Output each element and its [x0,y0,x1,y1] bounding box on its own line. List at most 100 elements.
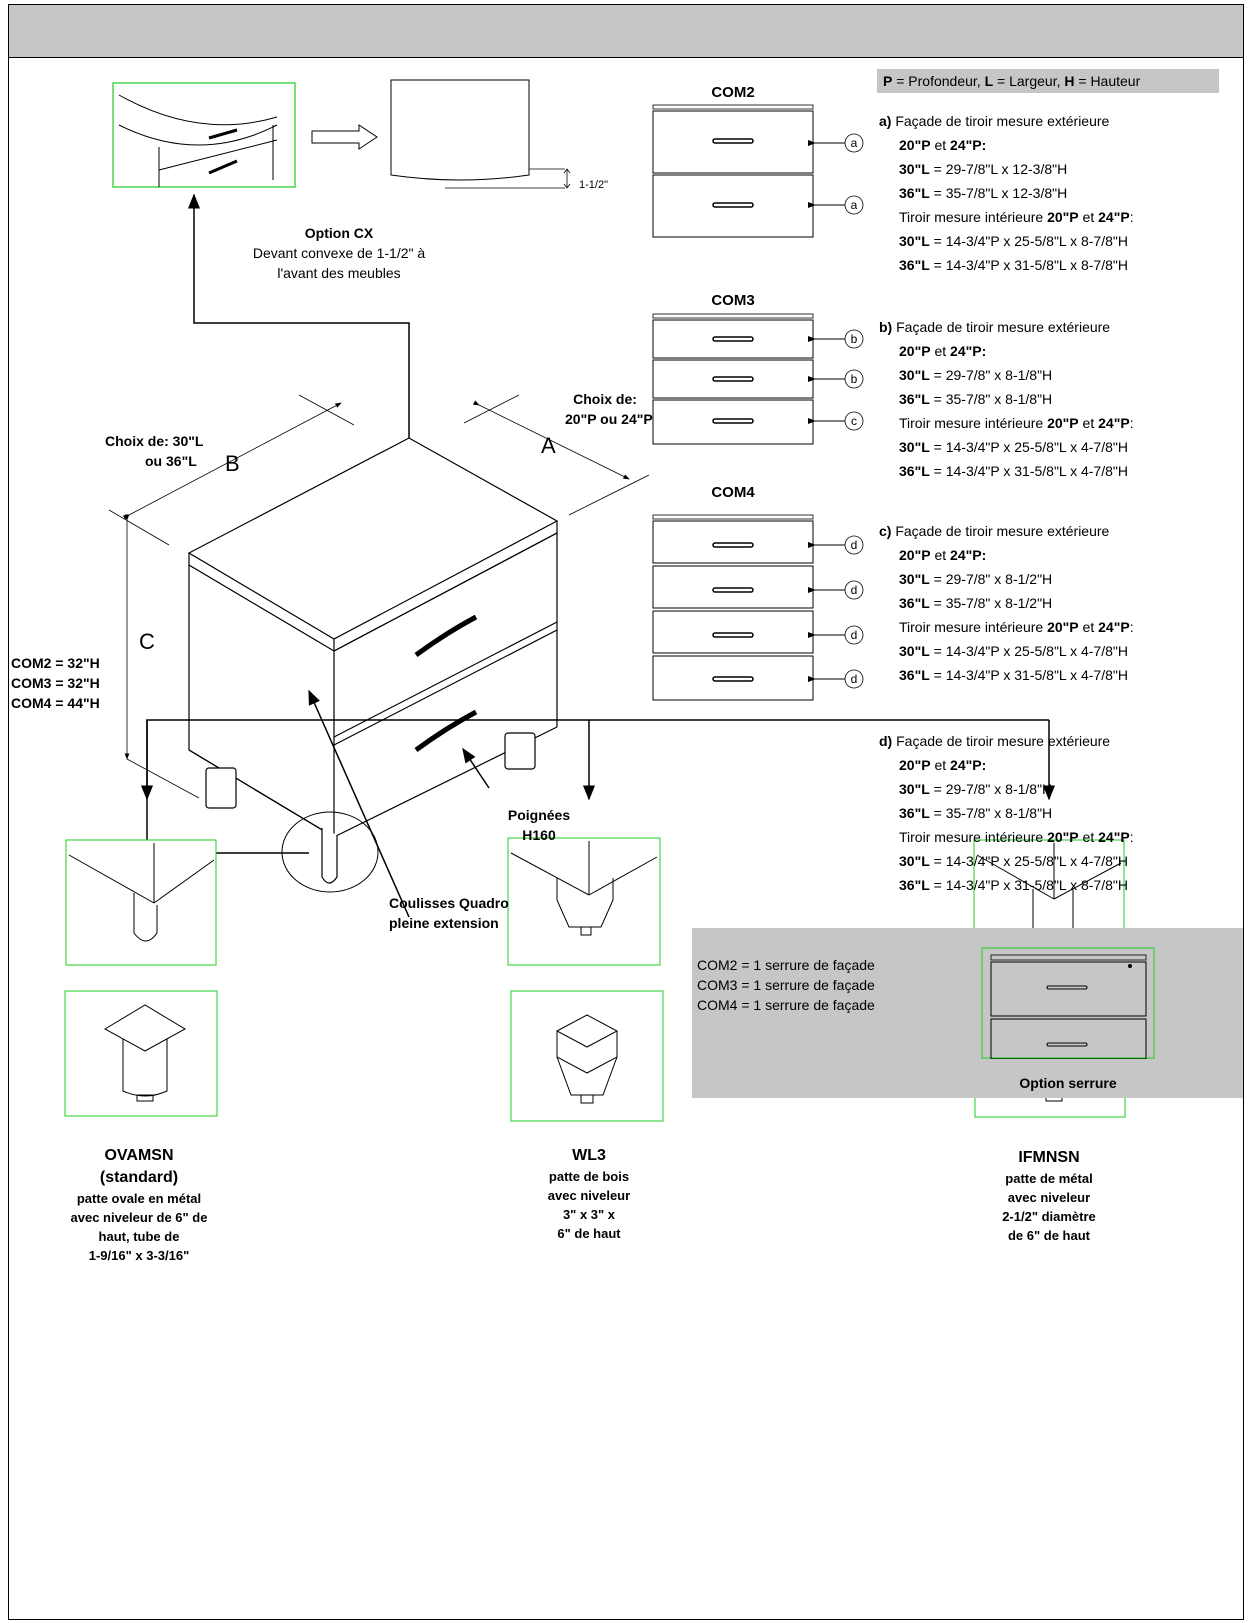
leg-line: patte de métal [1005,1171,1093,1186]
handles-arrow [462,747,490,789]
spec-depth: 24"P: [950,547,987,563]
lock-line-com2: COM2 = 1 serrure de façade [697,957,875,973]
legend-p-text: = Profondeur, [892,73,985,89]
spec-value: = 35-7/8"L x 12-3/8"H [929,185,1068,201]
com2-title: COM2 [711,84,755,101]
spec-depth: 20"P [899,137,931,153]
spec-depth: 24"P [1098,619,1130,635]
spec-key: 36"L [899,257,930,273]
spec-depth: 20"P [899,757,931,773]
spec-key: 36"L [899,667,930,683]
leg-wl3-label: WL3 patte de bois avec niveleur 3" x 3" … [499,1145,679,1243]
leg-detail-circle [281,811,379,893]
leg-line: avec niveleur de 6" de [70,1210,208,1225]
height-com3: COM3 = 32"H [11,675,100,691]
legend-h-text: = Hauteur [1074,73,1141,89]
leg-ovamsn-corner-view [65,839,217,966]
legend-p-key: P [883,73,893,89]
spec-value: = 14-3/4"P x 31-5/8"L x 4-7/8"H [929,667,1128,683]
spec-key: 36"L [899,463,930,479]
spec-and: et [1078,415,1099,431]
spec-value: = 14-3/4"P x 31-5/8"L x 8-7/8"H [929,257,1128,273]
slides-label-line1: Coulisses Quadro [389,895,509,911]
leg-wl3-detail [510,990,664,1122]
legend-l-key: L [984,73,994,89]
leg-code: WL3 [572,1147,606,1164]
leg-line: patte de bois [548,1169,630,1184]
legend-h-key: H [1064,73,1075,89]
spec-key: 36"L [899,391,930,407]
main-cabinet-drawing [187,437,559,884]
com3-title: COM3 [711,292,755,309]
lock-line-com3: COM3 = 1 serrure de façade [697,977,875,993]
spec-key: 30"L [899,853,930,869]
com3-elevation [652,313,864,445]
spec-block-d: d) Façade de tiroir mesure extérieure 20… [879,729,1134,897]
spec-and: et [930,547,951,563]
spec-colon: : [1129,619,1134,635]
spec-letter: c) [879,523,892,539]
leg-line: avec niveleur [547,1188,631,1203]
spec-key: 30"L [899,571,930,587]
spec-title: Façade de tiroir mesure extérieure [892,319,1111,335]
spec-key: 36"L [899,185,930,201]
depth-choice-line1: Choix de: [573,391,637,407]
lock-option-drawing [981,947,1155,1059]
leg-line: patte ovale en métal [76,1191,202,1206]
leg-line: 1-9/16" x 3-3/16" [88,1248,190,1263]
spec-interior-text: Tiroir mesure intérieure [899,415,1048,431]
callout-letter: c [851,414,857,428]
lock-option-caption: Option serrure [1019,1075,1117,1091]
spec-value: = 14-3/4"P x 25-5/8"L x 4-7/8"H [929,853,1128,869]
spec-colon: : [1129,415,1134,431]
spec-depth: 24"P: [950,137,987,153]
spec-and: et [930,757,951,773]
spec-and: et [1078,209,1099,225]
spec-title: Façade de tiroir mesure extérieure [891,523,1110,539]
leg-line: 6" de haut [557,1226,621,1241]
callout-letter: b [850,372,858,386]
option-cx-line2: l'avant des meubles [277,265,401,281]
spec-value: = 14-3/4"P x 31-5/8"L x 4-7/8"H [929,463,1128,479]
spec-interior-text: Tiroir mesure intérieure [899,209,1048,225]
leg-ovamsn-label: OVAMSN (standard) patte ovale en métal a… [39,1145,239,1265]
spec-block-a: a) Façade de tiroir mesure extérieure 20… [879,109,1134,277]
option-cx-title: Option CX [304,225,374,241]
spec-value: = 29-7/8" x 8-1/8"H [929,367,1053,383]
spec-letter: d) [879,733,893,749]
width-choice-line2: ou 36"L [145,453,197,469]
leg-ifmnsn-label: IFMNSN patte de métal avec niveleur 2-1/… [959,1147,1139,1245]
spec-and: et [1078,829,1099,845]
callout-letter: d [850,628,858,642]
leg-line: de 6" de haut [1007,1228,1090,1243]
leg-code: OVAMSN [104,1147,174,1164]
leg-option-leaders [141,719,1055,854]
spec-value: = 29-7/8" x 8-1/8"H [929,781,1053,797]
spec-key: 30"L [899,161,930,177]
callout-letter: d [850,672,858,686]
spec-value: = 14-3/4"P x 31-5/8"L x 8-7/8"H [929,877,1128,893]
callout-letter: b [850,332,858,346]
leg-code: IFMNSN [1018,1149,1080,1166]
spec-block-c: c) Façade de tiroir mesure extérieure 20… [879,519,1134,687]
spec-value: = 35-7/8" x 8-1/2"H [929,595,1053,611]
dim-b-label: B [225,451,240,476]
leg-ovamsn-detail [64,990,218,1117]
convex-front-view [390,79,571,189]
spec-depth: 20"P [1047,619,1079,635]
spec-value: = 14-3/4"P x 25-5/8"L x 4-7/8"H [929,643,1128,659]
header-bar [9,5,1243,58]
depth-choice-line2: 20"P ou 24"P [565,411,653,427]
leg-line: haut, tube de [98,1229,180,1244]
spec-letter: a) [879,113,892,129]
slides-arrow [308,689,410,918]
spec-depth: 20"P [1047,829,1079,845]
dim-c-label: C [139,629,155,654]
hollow-arrow [311,124,378,150]
width-choice-line1: Choix de: 30"L [105,433,204,449]
legend-box: P = Profondeur, L = Largeur, H = Hauteur [877,69,1219,93]
option-cx-line1: Devant convexe de 1-1/2" à [252,245,426,261]
spec-key: 30"L [899,233,930,249]
spec-and: et [1078,619,1099,635]
spec-key: 36"L [899,877,930,893]
